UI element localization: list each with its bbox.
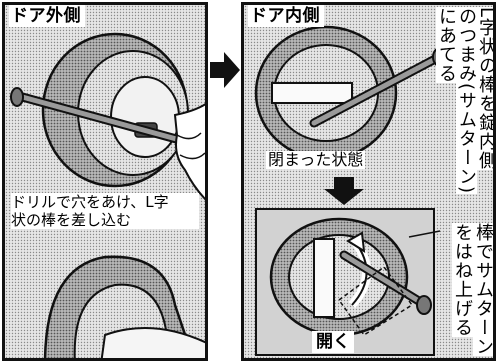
inside-illustration bbox=[244, 5, 493, 358]
door-knob-lower bbox=[43, 255, 205, 358]
inside-title: ドア内側 bbox=[248, 5, 324, 27]
note-col1: L字状の棒を錠内側 bbox=[476, 7, 496, 171]
outside-caption: ドリルで穴をあけ、L字 状の棒を差し込む bbox=[11, 193, 199, 229]
panel-door-inside: ドア内側 閉まった状態 開く L字状の棒を錠内側 のつまみ(サムターン) にあて… bbox=[241, 2, 496, 361]
arrow-down-icon bbox=[324, 177, 364, 205]
rod-inside-open bbox=[337, 250, 432, 337]
outside-caption-line1: ドリルで穴をあけ、L字 bbox=[11, 193, 169, 211]
note-col2: のつまみ(サムターン) bbox=[456, 7, 477, 195]
outside-caption-line2: 状の棒を差し込む bbox=[11, 211, 132, 229]
open-state-label: 開く bbox=[312, 331, 354, 353]
outside-title: ドア外側 bbox=[9, 5, 85, 27]
closed-state-label: 閉まった状態 bbox=[266, 150, 366, 169]
hand bbox=[173, 103, 205, 201]
note2-col2: をはね上げる bbox=[452, 223, 473, 337]
outside-illustration bbox=[5, 5, 205, 358]
arrow-right-icon bbox=[210, 52, 240, 88]
panel-door-outside: ドア外側 ドリルで穴をあけ、L字 状の棒を差し込む bbox=[2, 2, 208, 361]
note-col3: にあてる bbox=[436, 7, 457, 83]
l-shaped-rod bbox=[10, 87, 185, 145]
note2-col1: 棒でサムターン bbox=[473, 223, 494, 356]
